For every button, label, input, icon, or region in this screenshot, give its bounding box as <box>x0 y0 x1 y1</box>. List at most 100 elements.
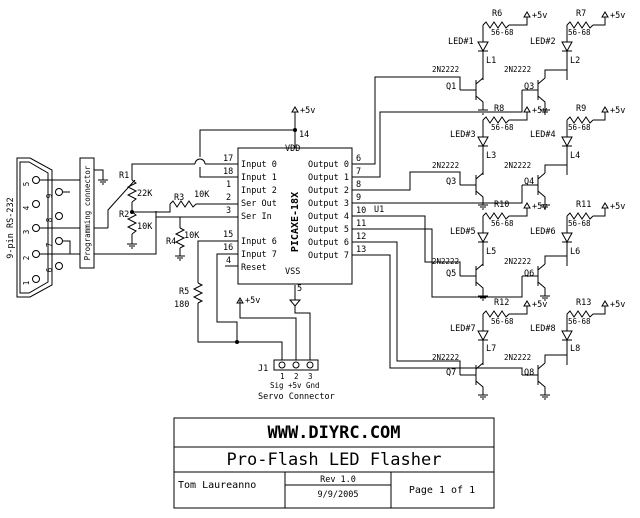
pin-number: 4 <box>226 256 231 266</box>
stage-resistor-ref: R7 <box>576 9 586 19</box>
servo-ref: J1 <box>258 364 268 374</box>
stage-resistor-ref: R8 <box>494 104 504 114</box>
pin-number: 12 <box>356 232 366 242</box>
r1-value: 22K <box>137 189 153 199</box>
db9-pin-label: 9 <box>45 194 54 199</box>
pin-label: Output 7 <box>308 251 349 261</box>
r2-value: 10K <box>137 222 153 232</box>
stage-transistor-ref: Q3 <box>446 177 456 187</box>
title-url: WWW.DIYRC.COM <box>267 423 400 443</box>
pin-number: 18 <box>223 167 233 177</box>
r4-value: 10K <box>184 231 200 241</box>
db9-pin-label: 3 <box>22 230 31 235</box>
stage-resistor-value: 56-68 <box>568 317 591 326</box>
stage-resistor-value: 56-68 <box>491 219 514 228</box>
pin-number: 15 <box>223 230 233 240</box>
led-stage-8: R13 56-68 LED#8 L8 2N2222 Q8 +5v <box>504 298 625 400</box>
db9-pin-label: 1 <box>22 281 31 286</box>
title-block <box>173 417 495 509</box>
pin-number: 11 <box>356 219 366 229</box>
title-project: Pro-Flash LED Flasher <box>227 450 442 470</box>
chip-pin-5: 5 <box>297 284 302 294</box>
stage-led-label: LED#4 <box>530 130 556 140</box>
pin-label: Output 2 <box>308 186 349 196</box>
pin-label: Reset <box>241 263 267 273</box>
stage-led-label: LED#8 <box>530 324 556 334</box>
programming-connector-label: Programming connector <box>83 165 92 260</box>
stage-transistor-ref: Q5 <box>446 269 456 279</box>
pin-number: 6 <box>356 154 361 164</box>
stage-transistor-type: 2N2222 <box>504 65 531 74</box>
servo-connector <box>273 359 319 371</box>
stage-resistor-ref: R10 <box>494 200 509 210</box>
r3-value: 10K <box>194 190 210 200</box>
pin-label: Output 3 <box>308 199 349 209</box>
r5-value: 180 <box>174 300 189 310</box>
pin-number: 13 <box>356 245 366 255</box>
pin-number: 9 <box>356 193 361 203</box>
title-date: 9/9/2005 <box>318 490 359 500</box>
stage-resistor-value: 56-68 <box>491 123 514 132</box>
pin-label: Ser Out <box>241 199 277 209</box>
stage-inductor-label: L6 <box>570 247 580 257</box>
stage-transistor-ref: Q4 <box>524 177 534 187</box>
chip-left-pins: 17 Input 0 18 Input 1 1 Input 2 2 Ser Ou… <box>223 154 277 273</box>
chip-right-pins: Output 0 6 Output 1 7 Output 2 8 Output … <box>308 154 366 261</box>
stage-inductor-label: L8 <box>570 344 580 354</box>
stage-power-label: +5v <box>610 11 625 21</box>
stage-transistor-type: 2N2222 <box>432 353 459 362</box>
pin-number: 2 <box>226 193 231 203</box>
servo-title: Servo Connector <box>258 392 335 402</box>
connector-title: 9-pin RS-232 <box>6 197 16 258</box>
stage-transistor-type: 2N2222 <box>504 161 531 170</box>
stage-transistor-type: 2N2222 <box>432 161 459 170</box>
stage-resistor-ref: R9 <box>576 104 586 114</box>
stage-resistor-ref: R12 <box>494 298 509 308</box>
title-page: Page 1 of 1 <box>409 485 475 496</box>
stage-transistor-ref: Q7 <box>446 368 456 378</box>
stage-led-label: LED#3 <box>450 130 476 140</box>
stage-led-label: LED#1 <box>448 37 474 47</box>
pin-label: Output 5 <box>308 225 349 235</box>
title-author: Tom Laureanno <box>178 480 256 491</box>
db9-connector <box>16 157 63 298</box>
chip-ref: U1 <box>374 205 384 215</box>
db9-pin-label: 8 <box>45 217 54 222</box>
servo-pin-name: +5v <box>288 381 302 390</box>
servo-pin-name: Gnd <box>306 381 320 390</box>
stage-power-label: +5v <box>532 300 547 310</box>
stage-power-label: +5v <box>532 202 547 212</box>
stage-transistor-ref: Q6 <box>524 269 534 279</box>
chip-power-label: +5v <box>300 106 315 116</box>
db9-pin-label: 5 <box>22 182 31 187</box>
stage-power-label: +5v <box>610 106 625 116</box>
pin-label: Ser In <box>241 212 272 222</box>
chip-pin-14: 14 <box>299 130 309 140</box>
stage-inductor-label: L1 <box>486 56 496 66</box>
servo-pin-name: Sig <box>270 381 284 390</box>
chip-vss: VSS <box>285 267 300 277</box>
stage-transistor-type: 2N2222 <box>432 65 459 74</box>
stage-transistor-ref: Q3 <box>524 82 534 92</box>
servo-pin-number: 3 <box>308 372 313 381</box>
pin-label: Output 4 <box>308 212 349 222</box>
r3-ref: R3 <box>174 193 184 203</box>
pin-label: Input 7 <box>241 250 277 260</box>
pin-label: Input 0 <box>241 160 277 170</box>
pin-label: Output 6 <box>308 238 349 248</box>
stage-transistor-type: 2N2222 <box>432 257 459 266</box>
stage-power-label: +5v <box>610 202 625 212</box>
pin-label: Output 1 <box>308 173 349 183</box>
pin-label: Input 1 <box>241 173 277 183</box>
stage-led-label: LED#2 <box>530 37 556 47</box>
programming-connector <box>79 157 95 269</box>
pin-number: 3 <box>226 206 231 216</box>
stage-inductor-label: L3 <box>486 151 496 161</box>
stage-led-label: LED#6 <box>530 227 556 237</box>
servo-power-label: +5v <box>245 296 260 306</box>
stage-resistor-ref: R11 <box>576 200 591 210</box>
pin-number: 17 <box>223 154 233 164</box>
stage-inductor-label: L5 <box>486 247 496 257</box>
stage-resistor-ref: R13 <box>576 298 591 308</box>
